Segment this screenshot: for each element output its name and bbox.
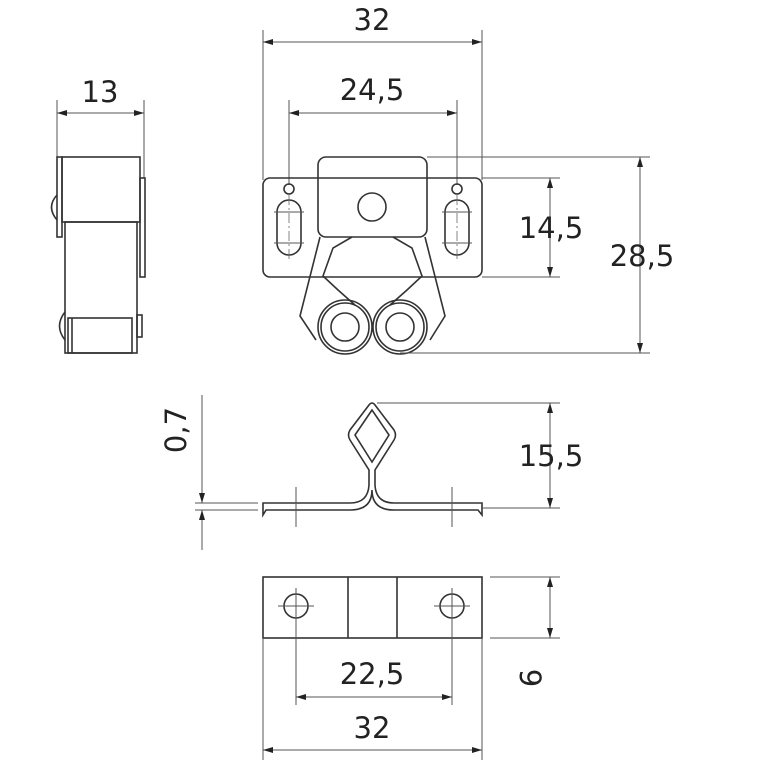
- label-side-depth: 13: [82, 75, 119, 109]
- label-plate-hole-spacing: 22,5: [340, 657, 405, 691]
- label-spring-thickness: 0,7: [159, 407, 193, 453]
- label-top-width: 32: [354, 3, 391, 37]
- label-total-height: 28,5: [610, 239, 675, 273]
- label-top-hole-spacing: 24,5: [340, 73, 405, 107]
- label-spring-height: 15,5: [519, 439, 584, 473]
- top-view: 32 24,5 14,5 28,5: [262, 3, 675, 355]
- label-plate-width: 32: [354, 711, 391, 745]
- label-slot-height: 14,5: [519, 211, 584, 245]
- plate-view: 9 22,5 32: [262, 576, 560, 760]
- spring-view: 15,5 0,7: [159, 395, 583, 550]
- side-view: 13: [50, 75, 146, 354]
- label-plate-height: 9: [513, 669, 547, 687]
